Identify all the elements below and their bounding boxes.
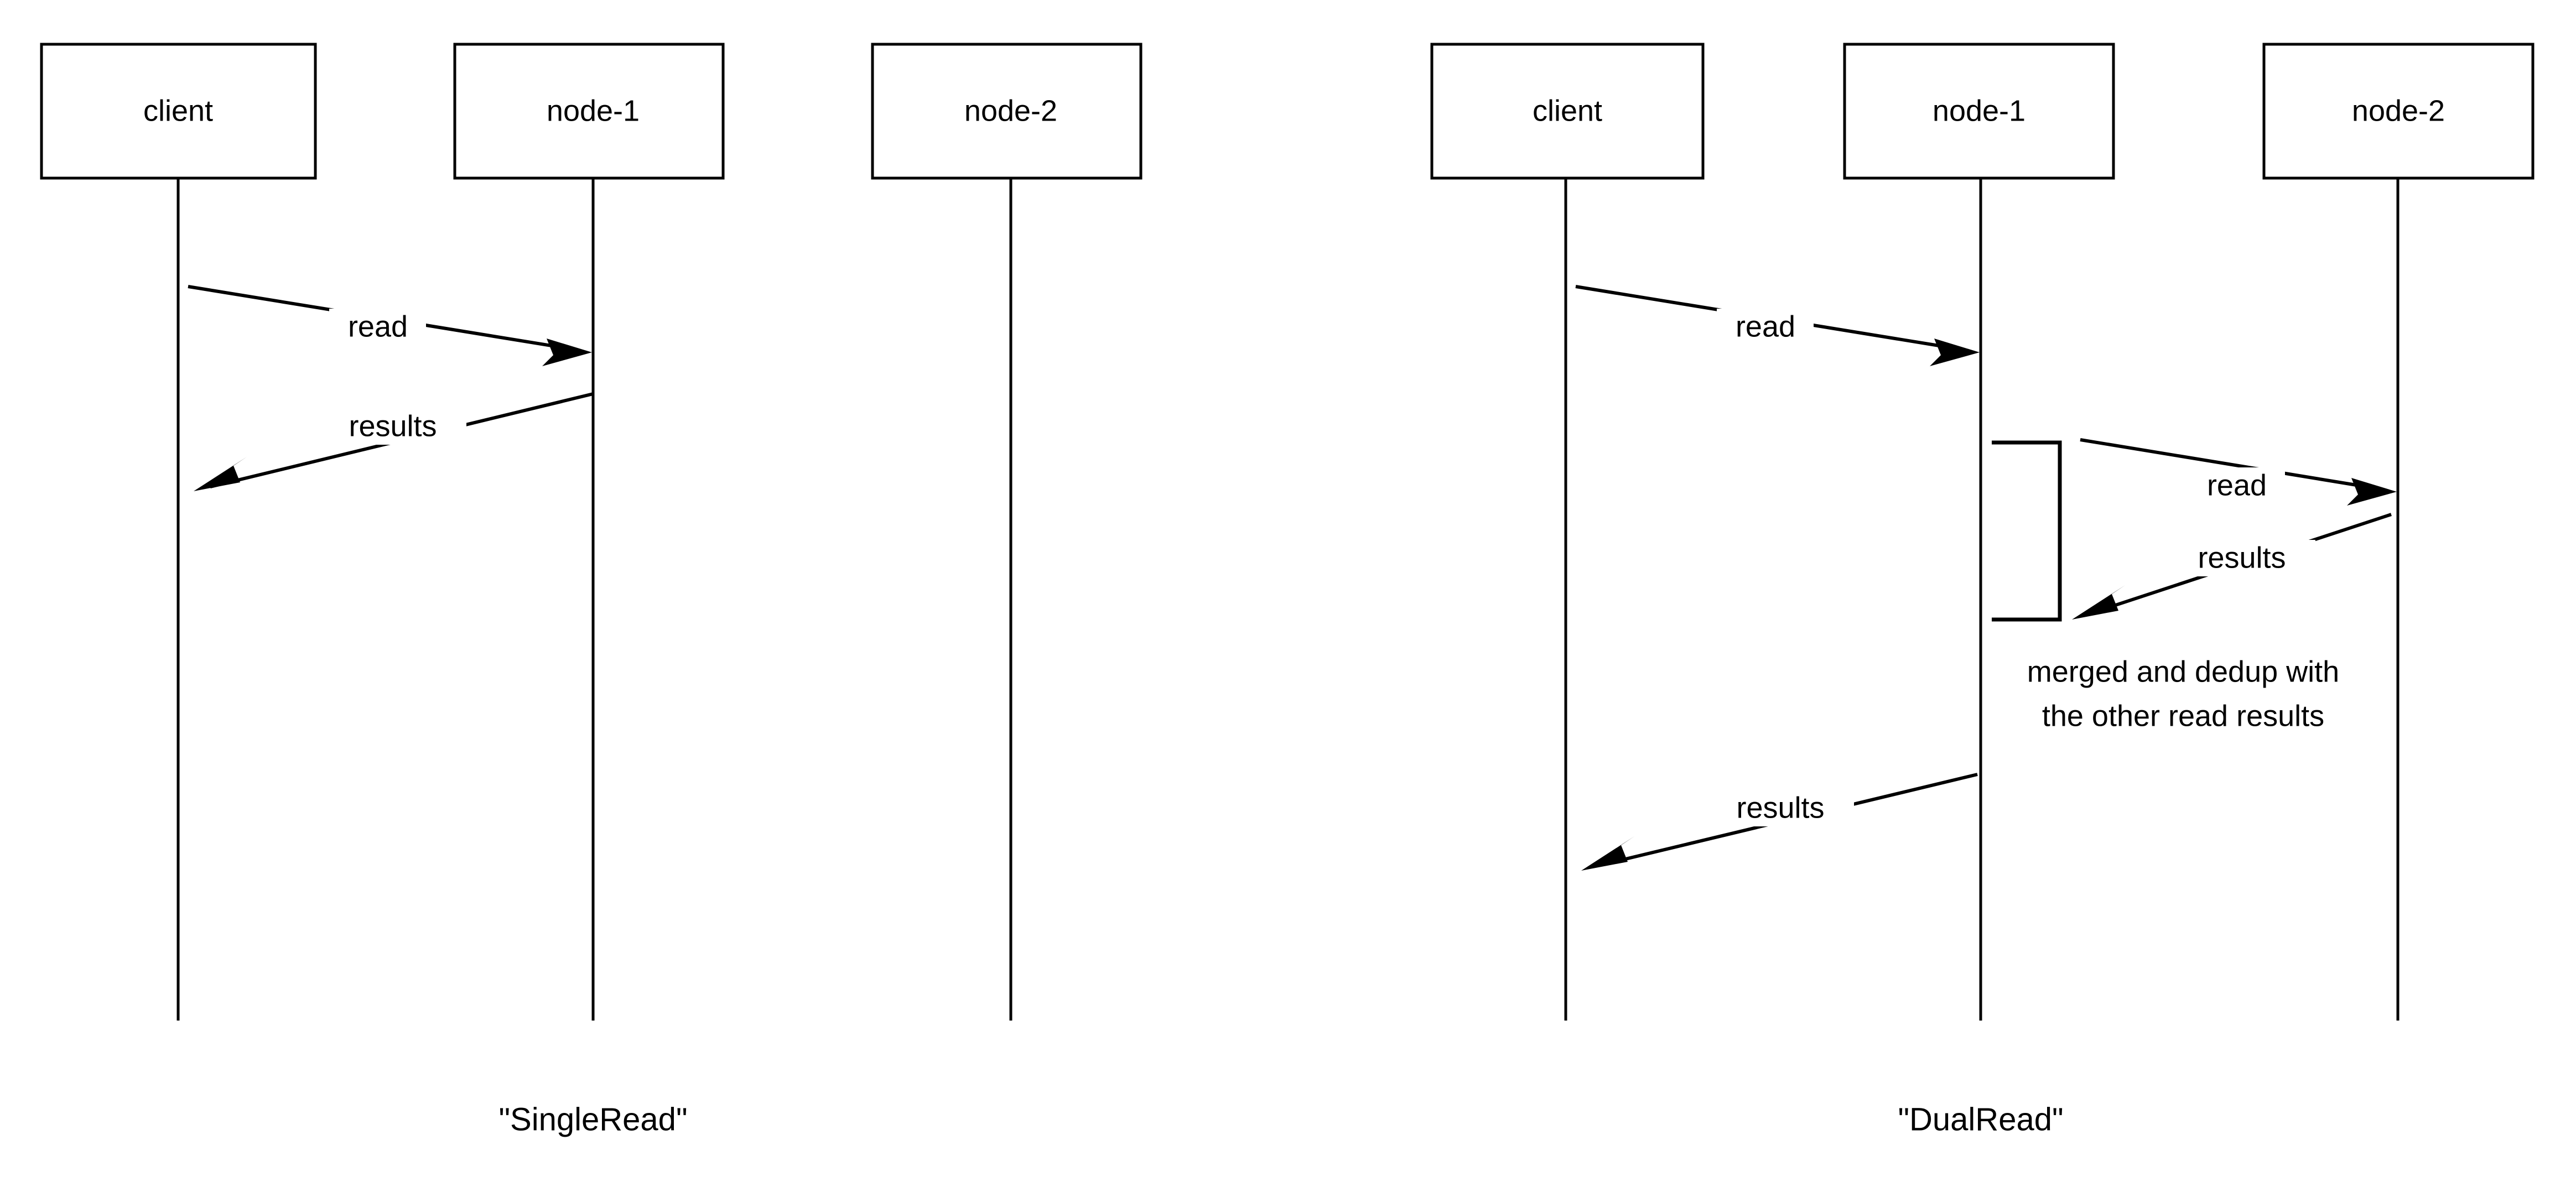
note-line-2: the other read results (2042, 699, 2324, 732)
message-label-bg-read-1-right (1717, 309, 1814, 345)
message-read-client-to-node-1-left[interactable]: read (188, 285, 592, 366)
message-label-results-4-right: results (1736, 791, 1824, 824)
participant-label-client-right: client (1533, 94, 1602, 127)
participant-box-client-left[interactable] (40, 43, 317, 180)
participant-label-node-2-left: node-2 (964, 94, 1057, 127)
message-label-read-2-right: read (2207, 469, 2267, 502)
message-label-results-3-right: results (2198, 541, 2286, 574)
arrow-head-results-4-right (1581, 836, 1634, 871)
message-results-node-1-to-client-right[interactable]: results (1581, 773, 1978, 871)
arrow-head-read-2-right (2347, 478, 2397, 506)
participant-label-client-left: client (143, 94, 213, 127)
message-label-bg-results-left (320, 408, 466, 445)
note-merged-dedup-right: merged and dedup with the other read res… (2027, 655, 2339, 732)
arrow-head-results-left (194, 457, 247, 491)
message-label-bg-results-3-right (2169, 540, 2315, 576)
message-results-node-1-to-client-left[interactable]: results (194, 392, 594, 491)
participant-box-node-2-left[interactable] (871, 43, 1142, 180)
participant-box-node-2-right[interactable] (2262, 43, 2535, 180)
participant-label-node-1-right: node-1 (1933, 94, 2026, 127)
message-label-bg-read-2-right (2188, 467, 2285, 504)
diagram-caption-dual-read: "DualRead" (1898, 1101, 2063, 1137)
participant-box-node-1-right[interactable] (1843, 43, 2115, 180)
note-line-1: merged and dedup with (2027, 655, 2339, 688)
arrow-head-read-left (542, 339, 592, 366)
message-read-node-1-to-node-2-right[interactable]: read (2080, 438, 2397, 506)
message-results-node-2-to-node-1-right[interactable]: results (2072, 513, 2392, 620)
participant-label-node-2-right: node-2 (2352, 94, 2445, 127)
message-read-client-to-node-1-right[interactable]: read (1575, 285, 1980, 366)
participant-box-client-right[interactable] (1430, 43, 1705, 180)
activation-bracket-node-1-right (1992, 440, 2062, 622)
participant-label-node-1-left: node-1 (547, 94, 640, 127)
diagram-single-read: client node-1 node-2 read results "Singl… (40, 43, 1142, 1137)
message-label-bg-results-4-right (1707, 790, 1854, 826)
arrow-head-results-3-right (2072, 585, 2125, 620)
message-label-read-1-right: read (1736, 310, 1795, 343)
message-label-results-left: results (349, 409, 437, 443)
participant-box-node-1-left[interactable] (453, 43, 725, 180)
message-label-read-left: read (348, 310, 408, 343)
message-label-bg-read-left (329, 309, 426, 345)
diagram-dual-read: client node-1 node-2 read read (1430, 43, 2535, 1137)
message-line-read-2-right (2080, 438, 2381, 491)
diagram-caption-single-read: "SingleRead" (498, 1101, 687, 1137)
arrow-head-read-1-right (1930, 339, 1980, 366)
